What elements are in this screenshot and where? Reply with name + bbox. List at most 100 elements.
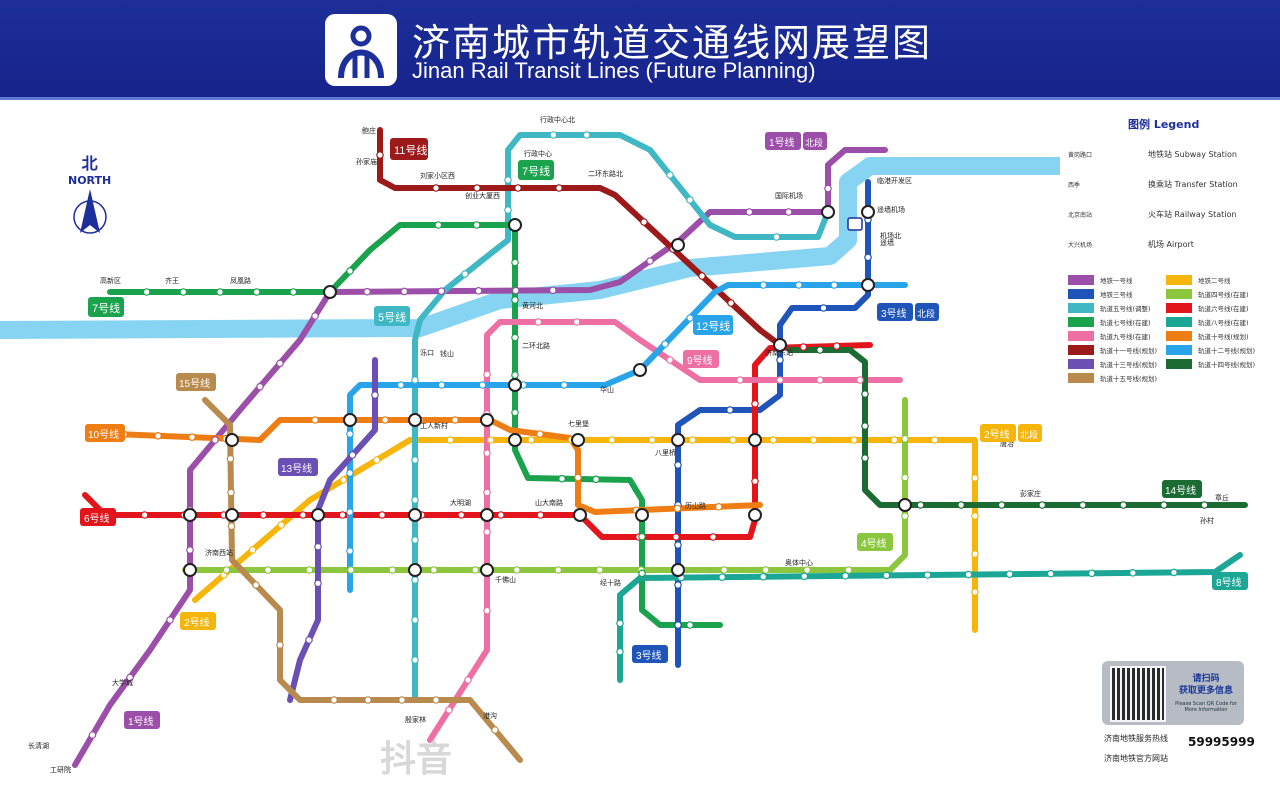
transfer-station-icon[interactable]	[898, 498, 912, 512]
station-dot[interactable]	[536, 430, 544, 438]
station-dot[interactable]	[582, 131, 591, 139]
station-dot[interactable]	[558, 474, 566, 483]
station-dot[interactable]	[411, 616, 419, 624]
station-dot[interactable]	[376, 151, 384, 159]
transfer-station-icon[interactable]	[183, 563, 197, 577]
station-dot[interactable]	[305, 566, 314, 574]
station-dot[interactable]	[434, 221, 443, 229]
station-dot[interactable]	[819, 304, 828, 312]
station-dot[interactable]	[216, 288, 224, 296]
station-dot[interactable]	[718, 573, 726, 581]
station-dot[interactable]	[511, 258, 519, 267]
transfer-station-icon[interactable]	[480, 413, 494, 427]
station-dot[interactable]	[483, 488, 491, 497]
station-dot[interactable]	[1129, 569, 1137, 577]
station-dot[interactable]	[504, 176, 512, 184]
station-dot[interactable]	[471, 566, 480, 574]
station-dot[interactable]	[474, 287, 483, 295]
station-dot[interactable]	[314, 579, 322, 588]
station-dot[interactable]	[486, 436, 495, 444]
station-dot[interactable]	[179, 288, 188, 296]
station-dot[interactable]	[971, 550, 979, 558]
station-dot[interactable]	[844, 566, 853, 574]
station-dot[interactable]	[437, 287, 446, 295]
station-dot[interactable]	[824, 184, 832, 193]
station-dot[interactable]	[729, 436, 737, 444]
station-dot[interactable]	[398, 696, 406, 704]
station-dot[interactable]	[688, 436, 697, 444]
station-dot[interactable]	[882, 571, 891, 580]
station-dot[interactable]	[1005, 570, 1014, 578]
station-dot[interactable]	[473, 184, 481, 192]
station-dot[interactable]	[346, 547, 354, 555]
station-dot[interactable]	[512, 566, 521, 574]
transfer-station-icon[interactable]	[508, 218, 522, 232]
station-dot[interactable]	[971, 512, 979, 520]
station-dot[interactable]	[595, 566, 604, 574]
station-dot[interactable]	[800, 572, 809, 581]
transfer-station-icon[interactable]	[508, 433, 522, 447]
station-dot[interactable]	[330, 696, 338, 704]
metro-line-4[interactable]	[182, 397, 908, 573]
station-dot[interactable]	[574, 473, 582, 482]
station-dot[interactable]	[666, 171, 674, 179]
station-dot[interactable]	[549, 286, 557, 295]
transfer-station-icon[interactable]	[408, 413, 422, 427]
station-dot[interactable]	[997, 501, 1006, 509]
station-dot[interactable]	[346, 508, 354, 516]
station-dot[interactable]	[483, 528, 491, 536]
station-dot[interactable]	[560, 381, 568, 389]
transfer-station-icon[interactable]	[633, 363, 647, 377]
station-dot[interactable]	[1038, 501, 1047, 509]
metro-line-9[interactable]	[427, 319, 903, 743]
station-dot[interactable]	[901, 473, 909, 482]
transfer-station-icon[interactable]	[671, 563, 685, 577]
station-dot[interactable]	[411, 656, 419, 664]
station-dot[interactable]	[305, 636, 313, 644]
station-dot[interactable]	[483, 606, 491, 615]
transfer-station-icon[interactable]	[635, 508, 649, 522]
station-dot[interactable]	[864, 253, 872, 262]
station-dot[interactable]	[363, 287, 371, 296]
transfer-station-icon[interactable]	[343, 413, 357, 427]
station-dot[interactable]	[314, 542, 322, 551]
station-dot[interactable]	[432, 696, 440, 704]
station-dot[interactable]	[432, 184, 440, 192]
station-dot[interactable]	[511, 286, 520, 295]
station-dot[interactable]	[451, 416, 459, 424]
station-dot[interactable]	[686, 621, 694, 629]
station-dot[interactable]	[446, 436, 455, 444]
station-dot[interactable]	[411, 576, 419, 584]
station-dot[interactable]	[916, 501, 925, 509]
station-dot[interactable]	[861, 422, 869, 430]
station-dot[interactable]	[372, 456, 381, 464]
metro-line-15[interactable]	[202, 397, 523, 763]
station-dot[interactable]	[483, 370, 491, 379]
station-dot[interactable]	[445, 706, 453, 714]
station-dot[interactable]	[698, 272, 706, 280]
station-dot[interactable]	[957, 501, 965, 509]
station-dot[interactable]	[686, 196, 694, 204]
station-dot[interactable]	[816, 346, 824, 354]
station-dot[interactable]	[861, 390, 869, 398]
station-dot[interactable]	[397, 381, 405, 389]
qr-code[interactable]	[1110, 666, 1166, 722]
station-dot[interactable]	[784, 208, 793, 216]
station-dot[interactable]	[555, 184, 563, 192]
station-dot[interactable]	[222, 566, 231, 574]
station-dot[interactable]	[930, 436, 939, 444]
station-dot[interactable]	[378, 511, 386, 519]
transfer-station-icon[interactable]	[748, 433, 762, 447]
station-dot[interactable]	[901, 512, 909, 521]
transfer-station-icon[interactable]	[311, 508, 325, 522]
metro-line-5[interactable]	[412, 132, 831, 703]
station-dot[interactable]	[672, 533, 680, 541]
station-dot[interactable]	[856, 376, 864, 384]
station-dot[interactable]	[751, 399, 759, 408]
station-dot[interactable]	[666, 356, 674, 364]
station-dot[interactable]	[461, 270, 469, 278]
station-dot[interactable]	[674, 621, 682, 629]
station-dot[interactable]	[616, 647, 624, 656]
station-dot[interactable]	[388, 566, 397, 574]
station-dot[interactable]	[511, 408, 519, 417]
